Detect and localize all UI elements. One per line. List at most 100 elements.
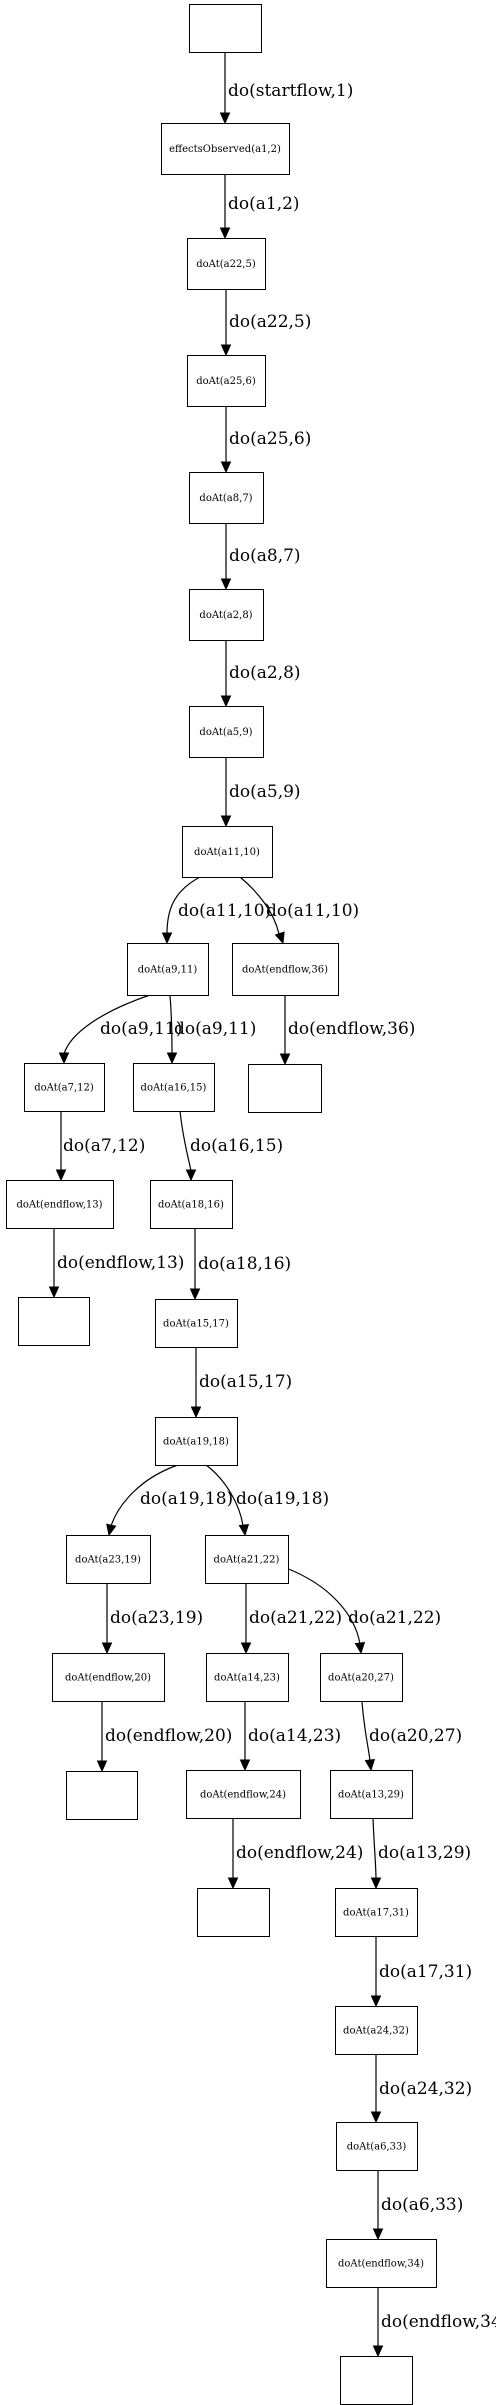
arrowhead-icon (372, 2345, 384, 2358)
node-label: doAt(a8,7) (199, 493, 252, 504)
arrowhead-icon (101, 1642, 113, 1655)
node-box (189, 472, 264, 524)
arrowhead-icon (220, 578, 232, 591)
node-label: doAt(a24,32) (343, 2026, 409, 2037)
edge: do(a1,2) (219, 174, 300, 240)
edge-label: do(a20,27) (369, 1726, 462, 1746)
edge: do(a23,19) (101, 1583, 203, 1655)
edge: do(endflow,20) (96, 1701, 232, 1773)
node-box (66, 1535, 151, 1584)
arrowhead-icon (370, 2111, 382, 2124)
edge-line (361, 1700, 371, 1762)
edge: do(startflow,1) (219, 52, 353, 125)
edge: do(endflow,34) (372, 2287, 496, 2358)
edge: do(a5,9) (220, 757, 301, 828)
arrowhead-icon (372, 2228, 384, 2241)
state-node: doAt(endflow,24) (186, 1770, 301, 1819)
edge-line (285, 1567, 361, 1645)
arrowhead-icon (48, 1286, 60, 1299)
node-label: doAt(a19,18) (163, 1437, 229, 1448)
edge: do(a14,23) (239, 1701, 341, 1772)
node-box (330, 1770, 413, 1819)
node-box (189, 589, 264, 641)
node-label: doAt(a23,19) (75, 1555, 141, 1566)
edge-label: do(a18,16) (198, 1254, 291, 1274)
arrowhead-icon (220, 461, 232, 474)
node-label: doAt(a11,10) (194, 847, 260, 858)
edge-line (166, 876, 201, 935)
terminal-node (189, 4, 262, 53)
arrowhead-icon (190, 1406, 202, 1419)
state-node: doAt(a17,31) (335, 1888, 418, 1937)
arrowhead-icon (239, 1759, 251, 1772)
terminal-node (340, 2356, 413, 2405)
state-node: doAt(a15,17) (155, 1299, 238, 1348)
state-node: doAt(a8,7) (189, 472, 264, 524)
state-node: doAt(a11,10) (182, 826, 273, 878)
state-node: doAt(a2,8) (189, 589, 264, 641)
node-box (161, 123, 290, 175)
edge: do(a7,12) (55, 1111, 145, 1182)
node-box (155, 1299, 238, 1348)
edge: do(a22,5) (220, 289, 311, 357)
edge-label: do(a16,15) (190, 1136, 283, 1156)
edge-label: do(endflow,13) (57, 1253, 184, 1273)
state-node: doAt(a22,5) (187, 238, 266, 290)
edge: do(a6,33) (372, 2170, 463, 2241)
state-node: doAt(a25,6) (187, 355, 266, 407)
edge: do(a20,27) (361, 1700, 462, 1772)
edge-label: do(a21,22) (348, 1608, 441, 1628)
terminal-node (197, 1888, 270, 1937)
arrowhead-icon (161, 932, 173, 945)
state-node: doAt(a13,29) (330, 1770, 413, 1819)
node-box (18, 1297, 90, 1346)
node-box (150, 1180, 233, 1229)
node-box (232, 943, 339, 996)
node-box (187, 355, 266, 407)
arrowhead-icon (220, 695, 232, 708)
edge: do(a24,32) (370, 2054, 472, 2124)
edge-label: do(a1,2) (228, 194, 300, 214)
node-label: effectsObserved(a1,2) (169, 144, 281, 155)
edge-label: do(endflow,24) (236, 1843, 363, 1863)
node-box (187, 238, 266, 290)
state-node: doAt(a6,33) (336, 2122, 418, 2171)
node-label: doAt(a18,16) (158, 1200, 224, 1211)
state-node: doAt(a19,18) (155, 1417, 238, 1466)
node-box (6, 1180, 114, 1229)
node-box (205, 1535, 289, 1584)
edge: do(a25,6) (220, 406, 311, 474)
node-box (206, 1653, 289, 1702)
edge-label: do(a15,17) (199, 1372, 292, 1392)
node-label: doAt(a9,11) (138, 965, 198, 976)
edge-label: do(a9,11) (174, 1019, 256, 1039)
node-label: doAt(a21,22) (214, 1555, 280, 1566)
node-label: doAt(endflow,36) (242, 965, 328, 976)
node-box (24, 1063, 105, 1112)
arrowhead-icon (166, 1052, 178, 1065)
edge: do(a16,15) (179, 1110, 283, 1182)
node-box (127, 943, 209, 996)
state-node: doAt(a18,16) (150, 1180, 233, 1229)
arrowhead-icon (227, 1877, 239, 1890)
arrowhead-icon (240, 1642, 252, 1655)
edge: do(a17,31) (370, 1936, 472, 2008)
node-box (189, 4, 262, 53)
state-node: doAt(endflow,13) (6, 1180, 114, 1229)
node-label: doAt(endflow,20) (65, 1673, 151, 1684)
edge-label: do(a11,10) (178, 901, 271, 921)
edge-label: do(a8,7) (229, 546, 301, 566)
edge: do(a2,8) (220, 640, 301, 708)
node-label: doAt(endflow,34) (338, 2259, 424, 2270)
edge: do(a11,10) (161, 876, 271, 945)
edge: do(a19,18) (106, 1464, 233, 1537)
node-label: doAt(endflow,13) (16, 1200, 102, 1211)
node-label: doAt(a16,15) (141, 1083, 207, 1094)
edge-label: do(endflow,36) (288, 1019, 415, 1039)
state-node: effectsObserved(a1,2) (161, 123, 290, 175)
arrowhead-icon (106, 1523, 117, 1537)
state-node: doAt(endflow,20) (52, 1653, 165, 1702)
edge: do(a15,17) (190, 1347, 292, 1419)
edge: do(a21,22) (285, 1567, 441, 1655)
edge: do(a9,11) (58, 994, 182, 1065)
